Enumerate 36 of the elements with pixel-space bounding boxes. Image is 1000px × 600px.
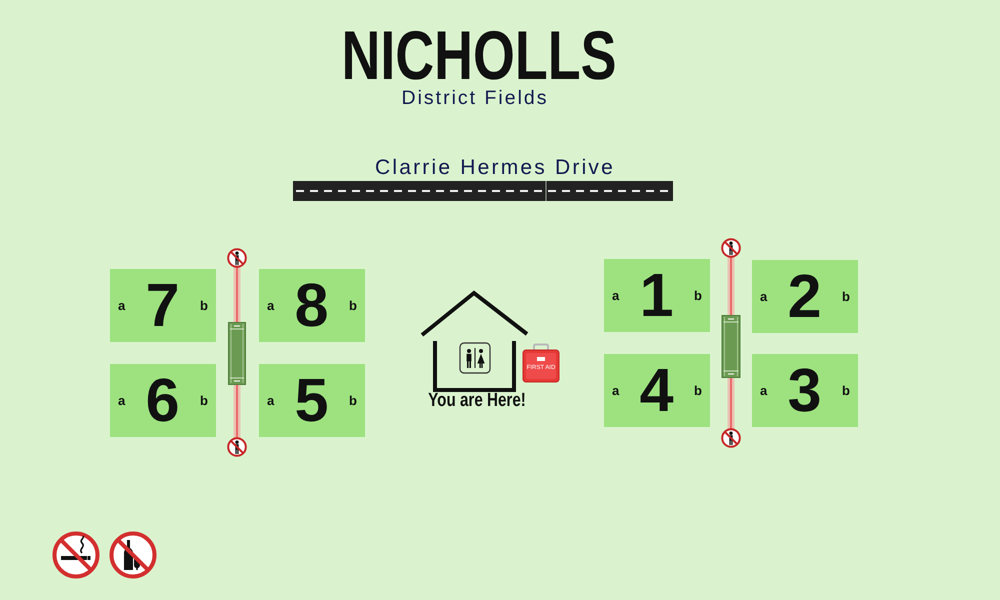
end-label: a <box>760 290 768 303</box>
subtitle: District Fields <box>402 87 548 110</box>
end-label: b <box>200 299 208 312</box>
location-caption: You are Here! <box>428 390 526 412</box>
end-label: b <box>842 290 850 303</box>
field-area <box>752 354 858 427</box>
end-label: a <box>118 299 126 312</box>
end-label: a <box>267 394 274 407</box>
end-label: a <box>118 394 126 407</box>
field-area <box>110 269 216 342</box>
field-number: 7 <box>146 275 180 336</box>
field-area <box>259 364 365 437</box>
end-label: b <box>694 384 702 397</box>
field-number: 8 <box>294 275 329 336</box>
field-number: 2 <box>788 266 822 327</box>
end-label: a <box>267 299 274 312</box>
field-area <box>604 354 710 427</box>
map-title: NICHOLLS <box>341 21 617 90</box>
field-area <box>259 269 365 342</box>
end-label: b <box>694 289 702 302</box>
end-label: b <box>349 394 357 407</box>
field-number: 3 <box>788 360 822 421</box>
field-number: 5 <box>294 370 329 431</box>
end-label: b <box>200 394 208 407</box>
field-area <box>110 364 216 437</box>
field-number: 6 <box>146 370 180 431</box>
end-label: b <box>842 384 850 397</box>
field-area <box>604 259 710 332</box>
field-area <box>752 260 858 333</box>
end-label: a <box>760 384 768 397</box>
end-label: a <box>612 384 620 397</box>
street-name: Clarrie Hermes Drive <box>374 156 616 180</box>
end-label: b <box>349 299 357 312</box>
field-number: 1 <box>640 265 674 326</box>
field-number: 4 <box>640 360 674 421</box>
end-label: a <box>612 289 620 302</box>
